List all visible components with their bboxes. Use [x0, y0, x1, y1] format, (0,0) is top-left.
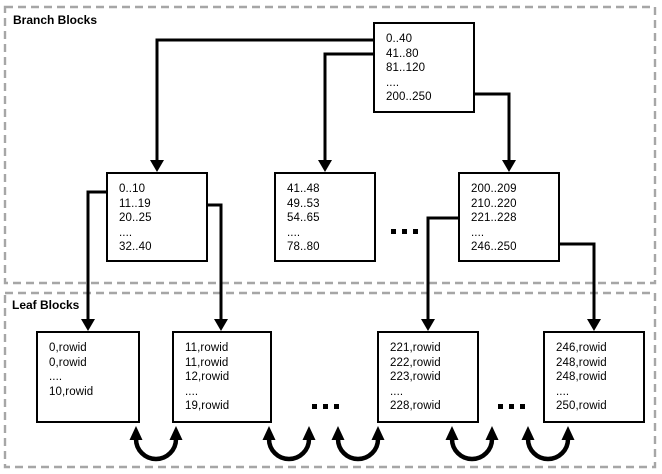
leaf-block-4: 246,rowid 248,rowid 248,rowid .... 250,r…	[543, 331, 645, 423]
arrow-root-to-branch-1-icon	[150, 38, 373, 172]
branch-block-3-entries: 200..209 210..220 221..228 .... 246..250	[471, 183, 517, 254]
leaf-block-3-entries: 221,rowid 222,rowid 223,rowid .... 228,r…	[390, 342, 441, 413]
branch-section-label: Branch Blocks	[13, 13, 98, 27]
branch-row-ellipsis-icon	[391, 229, 418, 234]
leaf-link-arc-1-icon	[129, 426, 183, 462]
root-branch-block-entries: 0..40 41..80 81..120 .... 200..250	[386, 33, 432, 104]
arrow-branch3-to-leaf3-icon	[421, 216, 458, 331]
leaf-block-1: 0,rowid 0,rowid .... 10,rowid	[36, 331, 140, 423]
arrow-root-to-branch-3-icon	[475, 92, 516, 172]
leaf-link-arc-3-icon	[331, 426, 385, 462]
leaf-section-label: Leaf Blocks	[12, 298, 80, 312]
arrow-branch3-to-leaf4-icon	[560, 242, 601, 331]
arrow-root-to-branch-2-icon	[318, 52, 373, 172]
leaf-block-2-entries: 11,rowid 11,rowid 12,rowid .... 19,rowid	[185, 342, 230, 413]
arrow-branch1-to-leaf1-icon	[81, 190, 106, 331]
branch-block-1: 0..10 11..19 20..25 .... 32..40	[106, 172, 208, 262]
leaf-block-1-entries: 0,rowid 0,rowid .... 10,rowid	[49, 342, 94, 398]
leaf-row-ellipsis-1-icon	[312, 404, 339, 409]
leaf-link-arc-5-icon	[521, 426, 575, 462]
branch-block-1-entries: 0..10 11..19 20..25 .... 32..40	[119, 183, 152, 254]
branch-block-3: 200..209 210..220 221..228 .... 246..250	[458, 172, 560, 262]
leaf-row-ellipsis-2-icon	[498, 404, 525, 409]
branch-block-2: 41..48 49..53 54..65 .... 78..80	[274, 172, 376, 262]
leaf-block-2: 11,rowid 11,rowid 12,rowid .... 19,rowid	[172, 331, 272, 423]
leaf-region-border	[3, 291, 657, 469]
leaf-block-4-entries: 246,rowid 248,rowid 248,rowid .... 250,r…	[556, 342, 607, 413]
leaf-link-arc-4-icon	[445, 426, 499, 462]
arrow-branch1-to-leaf2-icon	[208, 203, 228, 331]
root-branch-block: 0..40 41..80 81..120 .... 200..250	[373, 22, 475, 113]
branch-block-2-entries: 41..48 49..53 54..65 .... 78..80	[287, 183, 320, 254]
leaf-link-arc-2-icon	[262, 426, 316, 462]
branch-region-border	[3, 5, 657, 285]
leaf-block-3: 221,rowid 222,rowid 223,rowid .... 228,r…	[377, 331, 479, 423]
